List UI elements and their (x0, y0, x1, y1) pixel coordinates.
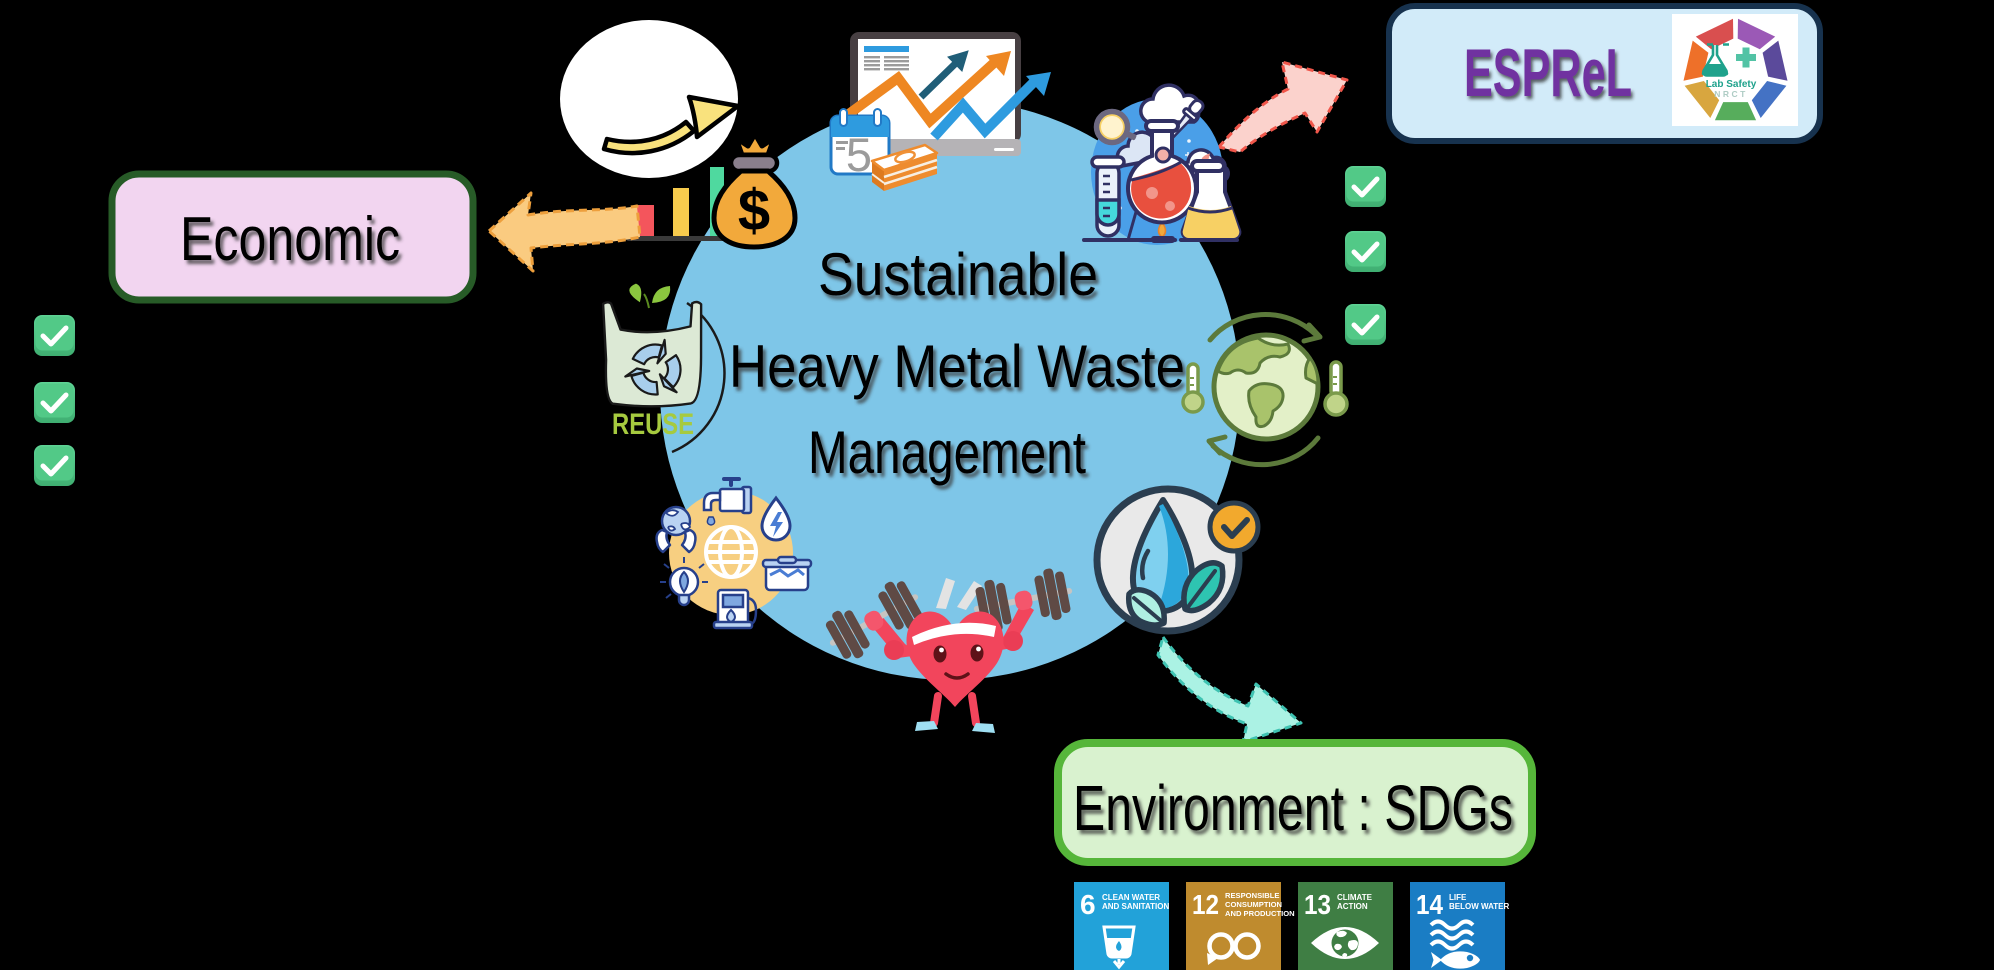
svg-text:NRCT: NRCT (1714, 89, 1748, 99)
svg-text:CLIMATE: CLIMATE (1337, 893, 1373, 902)
svg-text:Lab Safety: Lab Safety (1706, 79, 1757, 90)
svg-text:CONSUMPTION: CONSUMPTION (1225, 900, 1282, 909)
svg-text:ACTION: ACTION (1337, 902, 1368, 911)
svg-text:LIFE: LIFE (1449, 893, 1467, 902)
svg-text:6: 6 (1080, 889, 1096, 920)
svg-text:AND SANITATION: AND SANITATION (1102, 902, 1169, 911)
svg-text:14: 14 (1416, 889, 1443, 920)
svg-text:RESPONSIBLE: RESPONSIBLE (1225, 891, 1279, 900)
svg-text:Environment : SDGs: Environment : SDGs (1073, 772, 1513, 844)
svg-text:13: 13 (1304, 889, 1331, 920)
svg-text:AND PRODUCTION: AND PRODUCTION (1225, 909, 1295, 918)
svg-text:REUSE: REUSE (612, 408, 694, 441)
svg-text:Management: Management (808, 419, 1086, 486)
svg-text:5: 5 (846, 128, 872, 181)
svg-text:Sustainable: Sustainable (818, 241, 1098, 308)
svg-text:Heavy Metal Waste: Heavy Metal Waste (729, 333, 1185, 400)
svg-text:CLEAN WATER: CLEAN WATER (1102, 893, 1160, 902)
svg-text:$: $ (738, 178, 770, 243)
svg-text:Economic: Economic (180, 205, 400, 274)
svg-text:ESPReL: ESPReL (1464, 35, 1632, 111)
svg-text:BELOW WATER: BELOW WATER (1449, 902, 1510, 911)
svg-text:12: 12 (1192, 889, 1219, 920)
